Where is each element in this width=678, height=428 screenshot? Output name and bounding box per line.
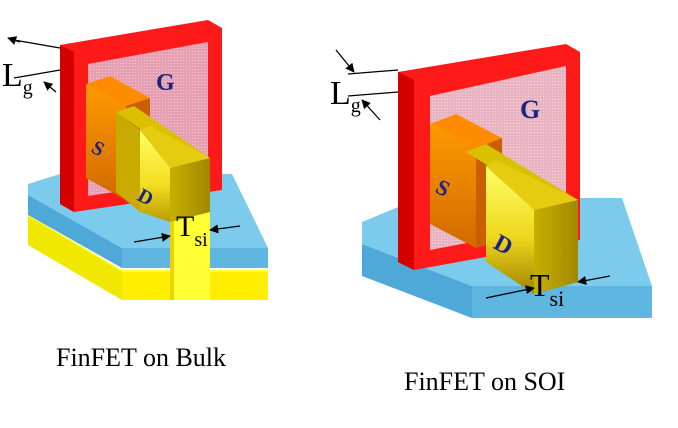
fin-channel bbox=[466, 144, 578, 294]
fin-thickness-label: Tsi bbox=[530, 267, 564, 311]
soi-finfet-diagram: Lg G S D Tsi FinFET on SOI bbox=[330, 44, 652, 396]
gate-length-label: Lg bbox=[2, 57, 33, 99]
gate-length-dimension-arrows bbox=[7, 36, 61, 93]
soi-caption: FinFET on SOI bbox=[404, 367, 565, 396]
fin-thickness-dimension-arrows bbox=[133, 224, 241, 243]
gate-label: G bbox=[520, 95, 540, 124]
gate-length-label: Lg bbox=[330, 75, 361, 117]
gate-length-dimension-arrows bbox=[335, 49, 399, 121]
bulk-caption: FinFET on Bulk bbox=[56, 343, 226, 372]
fin-thickness-dimension-arrows bbox=[485, 275, 611, 299]
bulk-finfet-diagram: Lg G S D Tsi FinFET on Bulk bbox=[2, 20, 268, 372]
gate-label: G bbox=[156, 70, 175, 96]
fin-stem bbox=[170, 206, 210, 300]
fin-thickness-label: Tsi bbox=[176, 210, 208, 251]
fin-channel bbox=[116, 106, 210, 222]
